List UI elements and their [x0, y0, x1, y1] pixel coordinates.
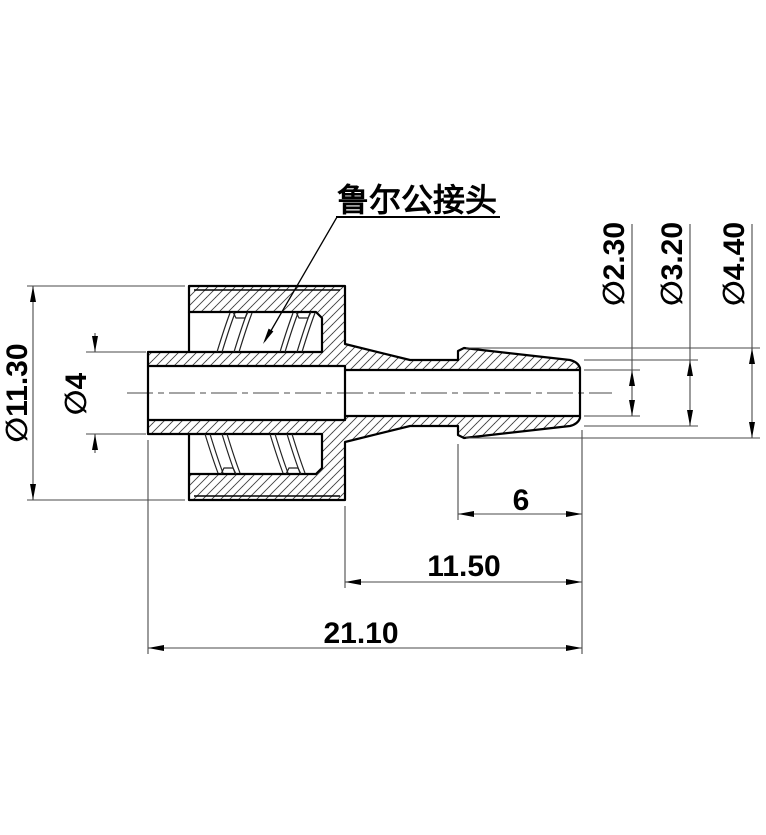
arrow-right-icon — [566, 645, 582, 651]
arrow-up-icon — [687, 360, 693, 376]
arrow-left-icon — [345, 579, 361, 585]
arrow-up-icon — [749, 348, 755, 364]
stem-length-label: 11.50 — [427, 550, 500, 583]
collar-od-label: ∅11.30 — [1, 343, 34, 442]
arrow-left-icon — [148, 645, 164, 651]
dim-bore-diameter: ∅2.30 — [584, 222, 640, 417]
arrow-right-icon — [566, 579, 582, 585]
collar-thread-profiles-upper — [216, 311, 316, 353]
dim-barb-length: 6 — [457, 430, 583, 654]
overall-length-label: 21.10 — [323, 617, 398, 650]
part-edge-lines — [146, 312, 582, 474]
arrow-down-icon — [687, 410, 693, 426]
dim-stem-outer-diameter: ∅3.20 — [584, 222, 698, 427]
part-callout: 鲁尔公接头 — [263, 182, 500, 344]
arrow-up-icon — [92, 434, 98, 450]
dim-overall-length: 21.10 — [147, 440, 582, 654]
barb-od-label: ∅4.40 — [718, 222, 751, 306]
stem-od-label: ∅3.20 — [656, 222, 689, 306]
part-section-view — [127, 284, 612, 502]
barb-length-label: 6 — [513, 484, 530, 517]
dim-luer-tip-diameter: ∅4 — [60, 333, 146, 453]
arrow-up-icon — [30, 286, 36, 302]
bore-id-label: ∅2.30 — [598, 222, 631, 306]
dim-stem-length: 11.50 — [344, 506, 582, 588]
collar-chamfer-lines — [194, 289, 340, 497]
arrow-down-icon — [30, 484, 36, 500]
callout-leader-line — [264, 216, 338, 342]
callout-leader-arrow-icon — [263, 328, 274, 344]
luer-od-label: ∅4 — [60, 373, 93, 416]
arrow-right-icon — [566, 511, 582, 517]
dim-collar-outer-diameter: ∅11.30 — [1, 285, 185, 501]
section-material-upper — [146, 284, 582, 372]
arrow-down-icon — [629, 400, 635, 416]
arrow-down-icon — [92, 336, 98, 352]
dim-barb-outer-diameter: ∅4.40 — [466, 222, 760, 439]
callout-label: 鲁尔公接头 — [337, 182, 497, 218]
arrow-left-icon — [458, 511, 474, 517]
arrow-up-icon — [629, 370, 635, 386]
collar-thread-profiles-lower — [204, 433, 306, 475]
arrow-down-icon — [749, 422, 755, 438]
section-material-lower — [146, 414, 582, 502]
